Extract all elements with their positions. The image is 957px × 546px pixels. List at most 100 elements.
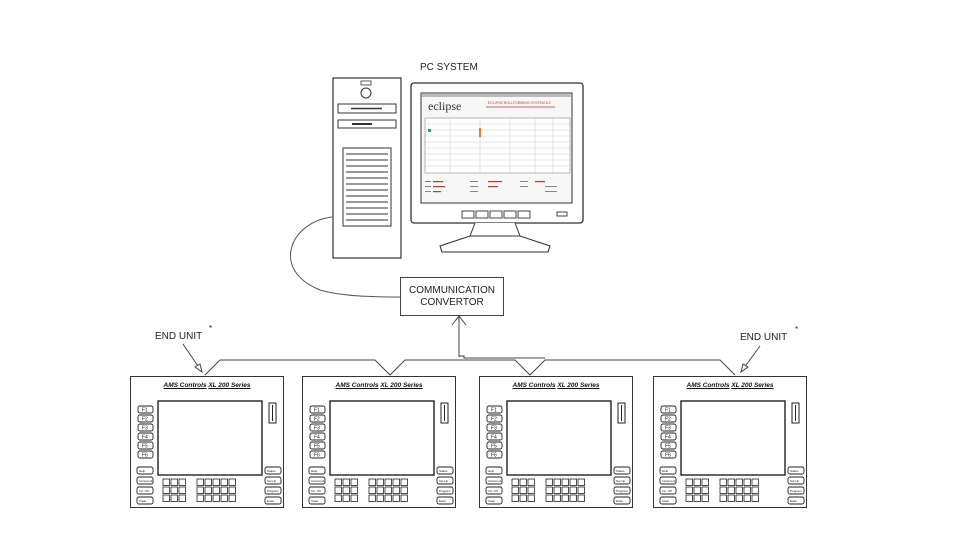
keypad-key	[511, 486, 519, 494]
keypad-key	[511, 494, 519, 502]
fkey-label: F6	[665, 453, 671, 459]
keypad-key	[727, 494, 735, 502]
keypad-key	[519, 494, 527, 502]
keypad-key	[220, 494, 228, 502]
right-key	[787, 476, 805, 485]
keypad-key	[162, 478, 170, 486]
left-key-label: Inc. Off	[488, 489, 498, 493]
keypad-key	[519, 486, 527, 494]
left-key	[308, 476, 326, 485]
pc-system-label: PC SYSTEM	[420, 62, 478, 73]
fkey-f5	[137, 441, 154, 450]
left-key	[659, 496, 677, 505]
fkey-f3	[486, 423, 503, 432]
screen-logo: eclipse	[428, 99, 462, 113]
keypad-key	[204, 494, 212, 502]
fkey-label: F4	[142, 435, 148, 441]
left-key-label: Clear	[662, 499, 669, 503]
left-key-label: Help	[488, 469, 495, 473]
keypad-key	[693, 486, 701, 494]
right-key	[787, 496, 805, 505]
keypad-key	[368, 478, 376, 486]
fkey-f1	[309, 405, 326, 414]
right-key-label: Enter	[790, 499, 797, 503]
fkey-f2	[309, 414, 326, 423]
keypad-key	[519, 478, 527, 486]
keypad-key	[751, 478, 759, 486]
keypad-key	[400, 478, 408, 486]
left-key-label: Help	[311, 469, 318, 473]
keypad-key	[392, 494, 400, 502]
left-key-label: Clear	[311, 499, 318, 503]
converter-line2: CONVERTOR	[420, 296, 484, 308]
right-key	[613, 496, 631, 505]
fkey-f3	[660, 423, 677, 432]
keypad-key	[577, 486, 585, 494]
fkey-f6	[660, 450, 677, 459]
right-key-label: Set Up	[267, 479, 277, 483]
left-key-label: Help	[662, 469, 669, 473]
keypad-key	[569, 486, 577, 494]
screen-banner: ECLIPSE ROLLFORMING SYSTEM 6.0	[488, 101, 551, 105]
left-key	[136, 496, 154, 505]
unit-display	[680, 400, 786, 476]
keypad-key	[220, 478, 228, 486]
fkey-f2	[486, 414, 503, 423]
unit-brand: AMS Controls	[512, 382, 556, 389]
fkey-f1	[137, 405, 154, 414]
right-key	[436, 496, 454, 505]
right-key	[787, 466, 805, 475]
keypad-key	[701, 478, 709, 486]
keypad-key	[178, 486, 186, 494]
keypad-key	[553, 478, 561, 486]
keypad-key	[162, 486, 170, 494]
fkey-label: F6	[142, 453, 148, 459]
left-key-label: Increment	[488, 479, 502, 483]
keypad-key	[569, 478, 577, 486]
right-key	[264, 486, 282, 495]
keypad-key	[350, 486, 358, 494]
keypad-key	[376, 486, 384, 494]
right-key-label: Program	[267, 489, 279, 493]
right-key	[436, 486, 454, 495]
fkey-label: F4	[665, 435, 671, 441]
left-key-label: Increment	[662, 479, 676, 483]
monitor-buttons	[461, 210, 568, 219]
unit-title: AMS Controls XL 200 Series	[480, 382, 632, 389]
keypad-key	[212, 494, 220, 502]
keypad-key	[545, 494, 553, 502]
pc-monitor	[410, 82, 584, 253]
keypad-key	[204, 486, 212, 494]
keypad-key	[685, 478, 693, 486]
keypad-key	[400, 494, 408, 502]
converter-arrow	[451, 315, 467, 326]
keypad-key	[561, 478, 569, 486]
unit-model: XL 200 Series	[208, 382, 251, 389]
fkey-f6	[309, 450, 326, 459]
fkey-label: F4	[491, 435, 497, 441]
fkey-f4	[486, 432, 503, 441]
keypad-key	[392, 478, 400, 486]
right-key-label: Program	[616, 489, 628, 493]
right-key	[787, 486, 805, 495]
keypad-key	[727, 486, 735, 494]
left-key	[136, 476, 154, 485]
keypad-key	[368, 486, 376, 494]
right-key-label: Set Up	[439, 479, 449, 483]
fkey-label: F2	[142, 417, 148, 423]
unit-title: AMS Controls XL 200 Series	[654, 382, 806, 389]
pc-tower	[332, 77, 402, 259]
fkey-f3	[137, 423, 154, 432]
right-key-label: Status	[790, 469, 799, 473]
end-unit-left-marker: *	[209, 324, 213, 333]
fkey-label: F6	[314, 453, 320, 459]
keypad-key	[384, 478, 392, 486]
fkey-f4	[309, 432, 326, 441]
fkey-label: F3	[142, 426, 148, 432]
left-key-label: Inc. Off	[662, 489, 672, 493]
keypad-key	[212, 486, 220, 494]
keypad-key	[693, 478, 701, 486]
